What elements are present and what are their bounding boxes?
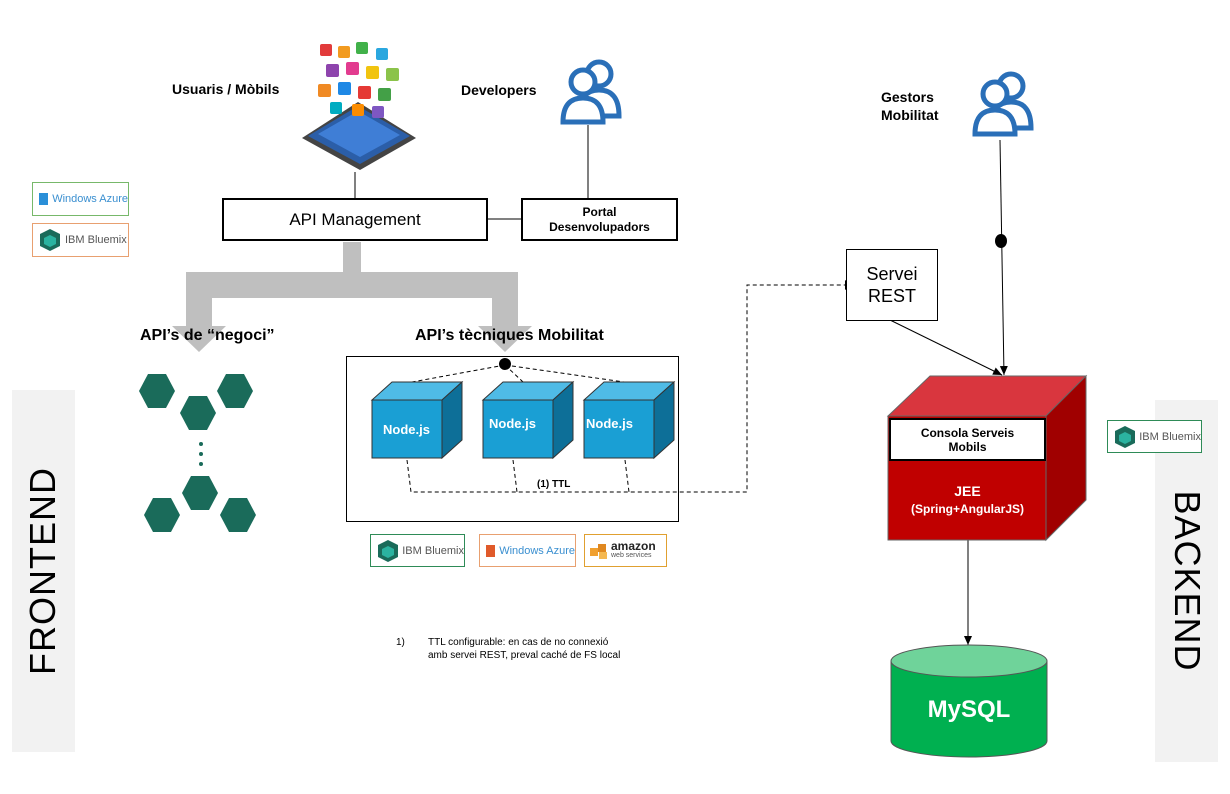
hexagon — [144, 498, 180, 532]
amazon-web-services-logo: amazon web services — [584, 534, 667, 567]
jee-label: JEE (Spring+AngularJS) — [910, 483, 1024, 516]
aws-boxes-icon — [590, 543, 607, 559]
api-management-box: API Management — [222, 198, 488, 241]
windows-azure-logo-bottom: Windows Azure — [479, 534, 576, 567]
consola-serveis-box: Consola Serveis Mobils — [889, 418, 1046, 461]
gray-branch-arrow — [172, 242, 532, 352]
tecniques-label: API’s tècniques Mobilitat — [415, 327, 604, 344]
hexagon — [217, 374, 253, 408]
hexagon — [180, 396, 216, 430]
node-container — [346, 356, 679, 522]
gestors-dot — [995, 234, 1007, 248]
frontend-panel — [12, 390, 75, 752]
negoci-label: API’s de “negoci” — [140, 327, 275, 344]
business-api-hexagons — [139, 374, 256, 532]
smartphone-apps-icon — [302, 42, 416, 170]
ttl-label: (1) TTL — [537, 479, 571, 490]
gestors-label: Gestors Mobilitat — [881, 89, 939, 123]
users-label: Usuaris / Mòbils — [172, 81, 280, 97]
bluemix-hex-icon — [1115, 425, 1135, 448]
ibm-bluemix-logo: IBM Bluemix — [32, 223, 129, 257]
hub-dot — [499, 358, 511, 370]
gestors-people-icon — [972, 71, 1034, 137]
portal-desenvolupadors-box: Portal Desenvolupadors — [521, 198, 678, 241]
ibm-bluemix-logo-right: IBM Bluemix — [1107, 420, 1202, 453]
footnote-text: TTL configurable: en cas de no connexió … — [428, 637, 621, 661]
ibm-bluemix-logo-bottom: IBM Bluemix — [370, 534, 465, 567]
hexagon — [139, 374, 175, 408]
node-cube-2 — [481, 380, 575, 460]
node-label-1: Node.js — [383, 422, 430, 437]
node-label-2: Node.js — [489, 416, 536, 431]
footnote-number: 1) — [396, 637, 405, 648]
windows-flag-icon — [486, 544, 496, 557]
node-cube-1 — [370, 380, 464, 460]
backend-panel — [1155, 400, 1218, 762]
windows-flag-icon — [39, 193, 49, 205]
developers-label: Developers — [461, 82, 537, 98]
bluemix-hex-icon — [378, 539, 398, 562]
windows-azure-logo: Windows Azure — [32, 182, 129, 216]
hexagon — [220, 498, 256, 532]
servei-rest-box: Servei REST — [846, 249, 938, 321]
bluemix-hex-icon — [40, 229, 60, 251]
mysql-database-icon — [890, 644, 1048, 758]
node-label-3: Node.js — [586, 416, 633, 431]
hexagon — [182, 476, 218, 510]
node-cube-3 — [582, 380, 676, 460]
developers-people-icon — [560, 59, 622, 125]
mysql-label: MySQL — [927, 696, 1011, 723]
